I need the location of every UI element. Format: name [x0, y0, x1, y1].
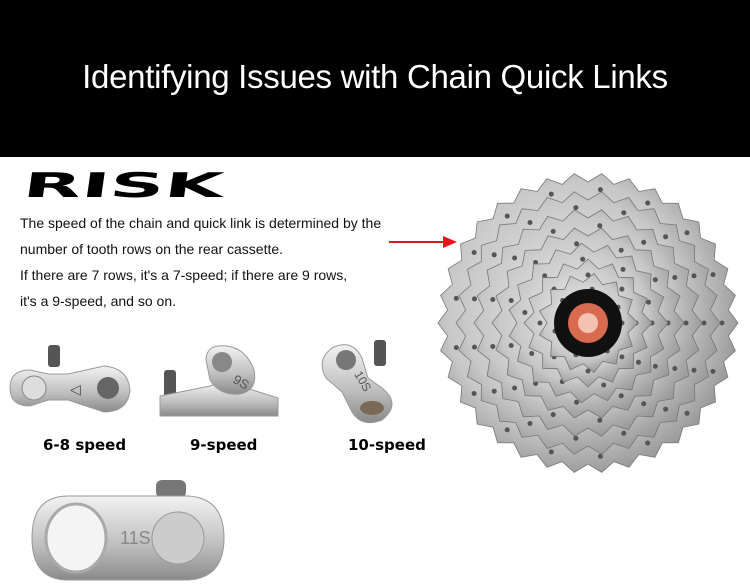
sprocket-hole: [491, 252, 497, 258]
sprocket-hole: [527, 220, 533, 225]
sprocket-hole: [508, 343, 514, 348]
rear-cassette-image: [437, 173, 739, 473]
description-line: The speed of the chain and quick link is…: [20, 215, 382, 231]
sprocket-hole: [472, 296, 477, 302]
sprocket-hole: [618, 247, 624, 253]
sprocket-hole: [672, 366, 678, 371]
sprocket-hole: [621, 430, 627, 436]
sprocket-hole: [645, 440, 651, 446]
sprocket-hole: [585, 272, 591, 278]
sprocket-hole: [641, 239, 647, 245]
page-title: Identifying Issues with Chain Quick Link…: [82, 57, 668, 95]
sprocket-hole: [508, 298, 514, 303]
description-line: If there are 7 rows, it's a 7-speed; if …: [20, 267, 348, 283]
description-line: it's a 9-speed, and so on.: [20, 293, 176, 309]
risk-logo: RISK: [20, 166, 224, 200]
sprocket-hole: [471, 250, 477, 255]
sprocket-hole: [684, 230, 690, 236]
sprocket-hole: [522, 310, 528, 315]
link-stamp: 9S: [231, 372, 253, 393]
sprocket-hole: [691, 367, 697, 373]
red-arrow-icon: [389, 236, 457, 248]
sprocket-hole: [719, 320, 725, 326]
sprocket-hole: [619, 286, 625, 292]
sprocket-hole: [597, 453, 603, 459]
link-label: 9-speed: [190, 436, 258, 454]
sprocket-hole: [672, 275, 678, 280]
sprocket-hole: [512, 385, 518, 391]
quick-link-9: 9S: [159, 345, 279, 417]
sprocket-hole: [597, 187, 603, 193]
link-label: 6-8 speed: [43, 436, 127, 454]
sprocket-hole: [684, 410, 690, 416]
sprocket-hole: [597, 223, 603, 229]
sprocket-hole: [491, 388, 497, 394]
sprocket-hole: [663, 406, 669, 412]
description: The speed of the chain and quick link is…: [20, 210, 381, 314]
sprocket-hole: [652, 277, 658, 283]
sprocket-hole: [550, 412, 556, 418]
sprocket-hole: [573, 435, 579, 441]
sprocket-hole: [618, 393, 624, 399]
sprocket-hole: [580, 256, 586, 262]
sprocket-hole: [550, 228, 556, 234]
sprocket-hole: [453, 295, 459, 301]
sprocket-hole: [621, 210, 627, 216]
sprocket-hole: [701, 320, 707, 326]
sprocket-hole: [504, 213, 510, 219]
sprocket-hole: [619, 354, 625, 360]
sprocket-hole: [573, 205, 579, 211]
sprocket-hole: [597, 417, 603, 423]
sprocket-hole: [548, 191, 554, 197]
link-stamp: 11S: [120, 528, 151, 548]
sprocket-hole: [585, 368, 591, 374]
sprocket-hole: [683, 320, 689, 326]
sprocket-hole: [646, 299, 651, 305]
sprocket-hole: [710, 272, 716, 278]
sprocket-hole: [490, 344, 496, 349]
quick-link-6-8: ◁: [9, 345, 131, 413]
sprocket-hole: [504, 427, 510, 433]
sprocket-hole: [574, 241, 580, 247]
sprocket-hole: [691, 273, 697, 279]
quick-link-10: 10S: [321, 340, 393, 424]
sprocket-hole: [641, 401, 647, 407]
sprocket-hole: [472, 344, 477, 350]
link-label: 10-speed: [348, 436, 426, 454]
sprocket-hole: [652, 363, 658, 369]
sprocket-hole: [471, 391, 477, 396]
sprocket-hole: [601, 382, 607, 388]
sprocket-hole: [645, 200, 651, 206]
sprocket-hole: [529, 351, 535, 356]
link-stamp: ◁: [70, 381, 81, 397]
sprocket-hole: [453, 345, 459, 351]
sprocket-hole: [636, 359, 641, 365]
sprocket-hole: [512, 255, 518, 261]
description-line: number of tooth rows on the rear cassett…: [20, 241, 284, 257]
sprocket-hole: [548, 449, 554, 455]
brand-text: RISK: [20, 166, 224, 200]
quick-link-11: 11S: [31, 480, 225, 581]
sprocket-hole: [620, 266, 626, 272]
sprocket-hole: [537, 320, 543, 326]
sprocket-hole: [574, 399, 580, 405]
sprocket-hole: [490, 297, 496, 302]
sprocket-hole: [542, 273, 548, 279]
sprocket-hole: [527, 421, 533, 426]
title-banner: Identifying Issues with Chain Quick Link…: [0, 0, 750, 157]
sprocket-hole: [710, 368, 716, 374]
sprocket-hole: [663, 234, 669, 240]
